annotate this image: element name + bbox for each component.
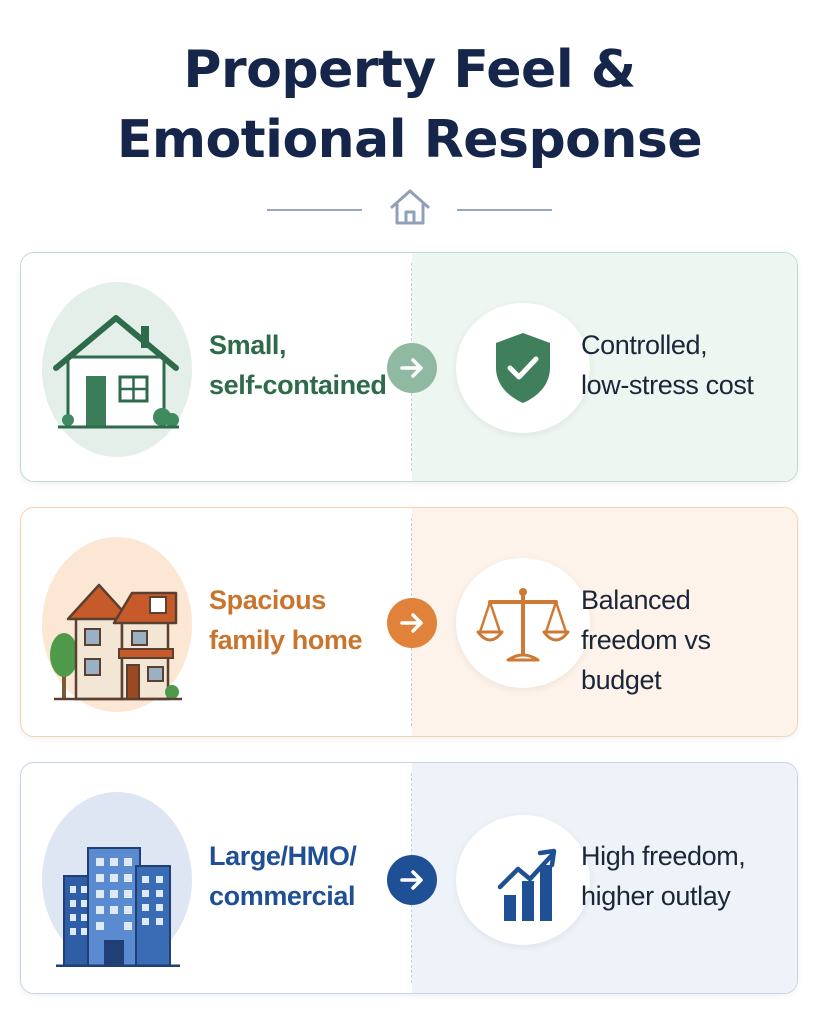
property-illustration <box>42 537 192 712</box>
response-label-line-1: Balanced <box>581 585 691 615</box>
response-label: Balanced freedom vs budget <box>581 580 796 700</box>
page-title-line-1: Property Feel & <box>183 40 636 100</box>
arrow-right-icon <box>387 855 437 905</box>
property-label-line-2: family home <box>209 625 363 655</box>
response-label-line-1: Controlled, <box>581 330 708 360</box>
arrow-right-icon <box>387 598 437 648</box>
property-label: Spacious family home <box>209 580 389 660</box>
family-home-icon <box>50 583 182 701</box>
property-label-line-1: Small, <box>209 330 287 360</box>
response-icon-badge <box>456 303 590 433</box>
title-divider-right <box>457 209 552 211</box>
property-illustration <box>42 282 192 457</box>
apartment-building-icon <box>56 847 180 967</box>
growth-chart-icon <box>497 848 557 921</box>
page-title-line-2: Emotional Response <box>116 110 703 170</box>
row-card-spacious: Spacious family home Balanced freedom vs… <box>20 507 798 737</box>
small-house-icon <box>53 315 179 429</box>
response-icon-badge <box>456 558 590 688</box>
row-card-large: Large/HMO/ commercial High freedom, high… <box>20 762 798 994</box>
response-label-line-1: High freedom, <box>581 841 746 871</box>
response-label-line-2: freedom vs budget <box>581 625 711 695</box>
property-label-line-1: Spacious <box>209 585 326 615</box>
response-icon-badge <box>456 815 590 945</box>
title-divider-left <box>267 209 362 211</box>
property-label-line-2: self-contained <box>209 370 387 400</box>
property-label: Small, self-contained <box>209 325 389 405</box>
response-label: Controlled, low-stress cost <box>581 325 796 405</box>
property-label: Large/HMO/ commercial <box>209 836 389 916</box>
arrow-right-icon <box>387 343 437 393</box>
response-label-line-2: low-stress cost <box>581 370 754 400</box>
response-label: High freedom, higher outlay <box>581 836 796 916</box>
row-card-small: Small, self-contained Controlled, low-st… <box>20 252 798 482</box>
shield-check-icon <box>496 333 550 403</box>
property-label-line-2: commercial <box>209 881 356 911</box>
property-illustration <box>42 792 192 967</box>
property-label-line-1: Large/HMO/ <box>209 841 357 871</box>
response-label-line-2: higher outlay <box>581 881 731 911</box>
balance-scale-icon <box>476 588 570 662</box>
house-outline-icon <box>388 186 432 228</box>
